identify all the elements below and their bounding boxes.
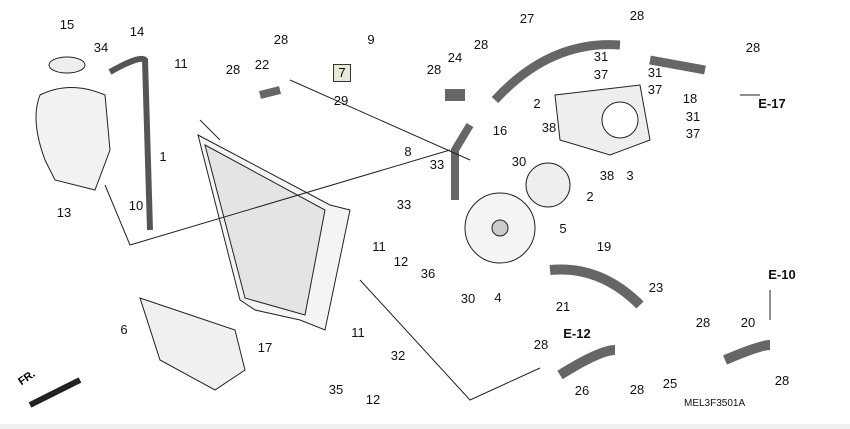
- callout-12: 12: [393, 254, 409, 269]
- hose-27: [491, 40, 621, 104]
- bottom-strip: [0, 424, 850, 429]
- callout-11: 11: [372, 239, 386, 254]
- callout-37: 37: [647, 82, 663, 97]
- callout-28: 28: [745, 40, 761, 55]
- hose-16: [451, 122, 474, 200]
- callout-1: 1: [159, 149, 167, 164]
- callout-28: 28: [774, 373, 790, 388]
- callout-30: 30: [460, 291, 476, 306]
- callout-6: 6: [120, 322, 128, 337]
- diagram-code: MEL3F3501A: [684, 398, 746, 409]
- callout-5: 5: [559, 221, 567, 236]
- callout-13: 13: [56, 205, 72, 220]
- callout-11: 11: [351, 325, 365, 340]
- callout-36: 36: [420, 266, 436, 281]
- callout-19: 19: [596, 239, 612, 254]
- callout-27: 27: [519, 11, 535, 26]
- callout-14: 14: [129, 24, 145, 39]
- callout-28: 28: [426, 62, 442, 77]
- callout-15: 15: [59, 17, 75, 32]
- callout-25: 25: [662, 376, 678, 391]
- callout-21: 21: [555, 299, 571, 314]
- callout-31: 31: [685, 109, 701, 124]
- callout-20: 20: [740, 315, 756, 330]
- fan-motor: [525, 162, 571, 208]
- callout-28: 28: [629, 8, 645, 23]
- callout-35: 35: [328, 382, 344, 397]
- callout-8: 8: [404, 144, 412, 159]
- callout-26: 26: [574, 383, 590, 398]
- callout-3: 3: [626, 168, 634, 183]
- callout-23: 23: [648, 280, 664, 295]
- reference-e-17: E-17: [758, 96, 786, 111]
- reference-e-10: E-10: [768, 267, 796, 282]
- hose-19: [549, 264, 644, 309]
- callout-10: 10: [128, 198, 144, 213]
- callout-11: 11: [174, 56, 188, 71]
- callout-24: 24: [447, 50, 463, 65]
- hose-20: [723, 340, 771, 365]
- callout-38: 38: [541, 120, 557, 135]
- callout-29: 29: [333, 93, 349, 108]
- hose-26: [557, 345, 616, 380]
- hose-18: [649, 55, 706, 75]
- callout-38: 38: [599, 168, 615, 183]
- hose-22: [259, 86, 281, 99]
- callout-33: 33: [429, 157, 445, 172]
- callout-31: 31: [593, 49, 609, 64]
- callout-22: 22: [254, 57, 270, 72]
- callout-16: 16: [492, 123, 508, 138]
- reservoir-cap: [48, 56, 86, 74]
- callout-12: 12: [365, 392, 381, 407]
- callout-32: 32: [390, 348, 406, 363]
- callout-37: 37: [593, 67, 609, 82]
- callout-28: 28: [533, 337, 549, 352]
- callout-18: 18: [682, 91, 698, 106]
- callout-2: 2: [586, 189, 594, 204]
- callout-2: 2: [533, 96, 541, 111]
- callout-4: 4: [494, 290, 502, 305]
- radiator-core: [204, 144, 326, 316]
- callout-28: 28: [695, 315, 711, 330]
- callout-9: 9: [367, 32, 375, 47]
- front-arrow: [28, 377, 82, 408]
- callout-28: 28: [225, 62, 241, 77]
- callout-17: 17: [257, 340, 273, 355]
- callout-34: 34: [93, 40, 109, 55]
- callout-28: 28: [629, 382, 645, 397]
- reservoir-tank: [35, 87, 111, 191]
- callout-37: 37: [685, 126, 701, 141]
- callout-30: 30: [511, 154, 527, 169]
- callout-28: 28: [273, 32, 289, 47]
- hose-14: [108, 55, 153, 231]
- callout-31: 31: [647, 65, 663, 80]
- radiator-grill: [139, 297, 246, 391]
- callout-7-box: 7: [333, 64, 351, 82]
- callout-28: 28: [473, 37, 489, 52]
- callout-33: 33: [396, 197, 412, 212]
- reference-e-12: E-12: [563, 326, 591, 341]
